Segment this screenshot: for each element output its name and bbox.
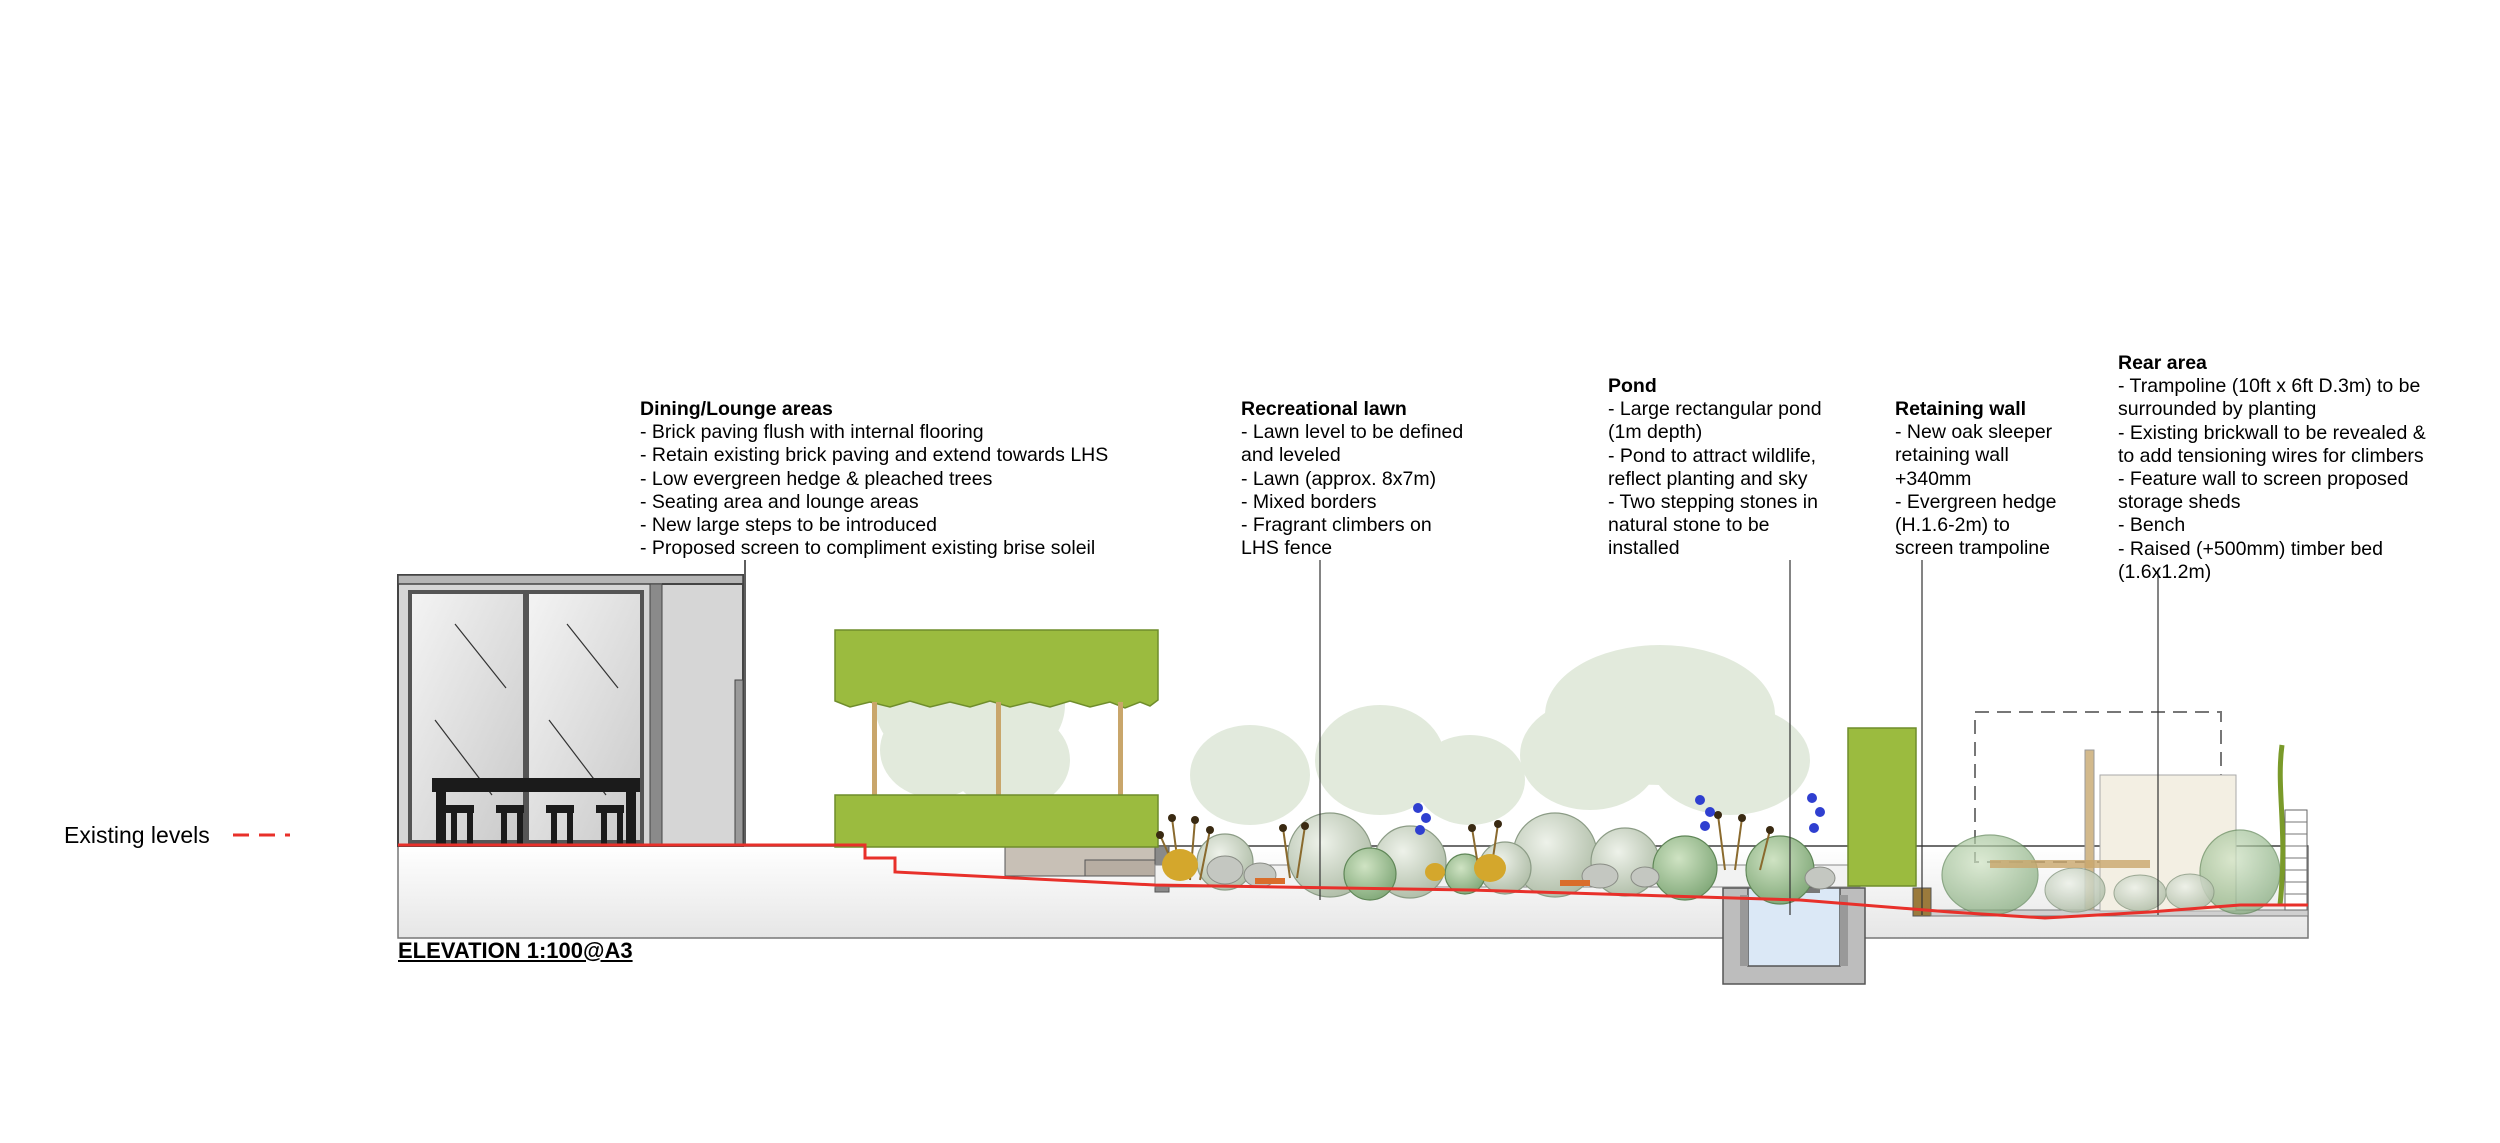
note-line: - Low evergreen hedge & pleached trees (640, 467, 993, 490)
note-line: and leveled (1241, 444, 1341, 467)
note-line: - New large steps to be introduced (640, 514, 937, 537)
note-recreational-lawn: Recreational lawn - Lawn level to be def… (1241, 398, 1463, 560)
note-line: - Trampoline (10ft x 6ft D.3m) to be (2118, 375, 2421, 398)
note-line: - Fragrant climbers on (1241, 514, 1432, 537)
note-line: - Brick paving flush with internal floor… (640, 421, 984, 444)
note-line: - Raised (+500mm) timber bed (2118, 537, 2383, 560)
note-retaining-wall: Retaining wall - New oak sleeper retaini… (1895, 398, 2057, 560)
note-line: - Two stepping stones in (1608, 491, 1818, 514)
note-line: screen trampoline (1895, 537, 2050, 560)
dining-table-chairs (432, 778, 640, 844)
note-line: - Mixed borders (1241, 490, 1377, 513)
planting-border (1154, 793, 1861, 905)
note-dining-lounge: Dining/Lounge areas - Brick paving flush… (640, 398, 1108, 560)
note-line: - Retain existing brick paving and exten… (640, 444, 1109, 467)
note-line: +340mm (1895, 467, 1972, 490)
legend-label: Existing levels (64, 822, 210, 848)
annotation-leaders (744, 560, 2159, 915)
note-line: - Seating area and lounge areas (640, 490, 919, 513)
elevation-title: ELEVATION 1:100@A3 (398, 938, 633, 963)
note-title: Pond (1608, 375, 1657, 397)
note-line: - Lawn level to be defined (1241, 421, 1464, 444)
existing-levels-line (233, 833, 2308, 920)
note-rear-area: Rear area - Trampoline (10ft x 6ft D.3m)… (2118, 352, 2426, 584)
note-line: surrounded by planting (2118, 398, 2317, 421)
note-line: storage sheds (2118, 491, 2241, 514)
note-title: Recreational lawn (1241, 398, 1407, 420)
note-line: natural stone to be (1608, 514, 1770, 537)
note-title: Dining/Lounge areas (640, 398, 833, 420)
note-line: - Existing brickwall to be revealed & (2118, 421, 2426, 444)
pleached-hedge (834, 629, 1159, 848)
legend-existing-levels: Existing levels (64, 822, 210, 849)
note-pond: Pond - Large rectangular pond (1m depth)… (1608, 375, 1822, 561)
note-line: (1.6x1.2m) (2118, 560, 2212, 583)
house-elevation (397, 560, 746, 847)
note-line: LHS fence (1241, 537, 1333, 560)
note-line: to add tensioning wires for climbers (2118, 444, 2424, 467)
rear-area (1941, 711, 2308, 916)
note-title: Rear area (2118, 352, 2207, 374)
note-line: - Proposed screen to compliment existing… (640, 537, 1096, 560)
note-line: (1m depth) (1608, 421, 1703, 444)
note-line: - Large rectangular pond (1608, 398, 1822, 421)
note-title: Retaining wall (1895, 398, 2027, 420)
note-line: (H.1.6-2m) to (1895, 514, 2010, 537)
note-line: - Feature wall to screen proposed (2118, 468, 2409, 491)
note-line: - Pond to attract wildlife, (1608, 444, 1817, 467)
note-line: reflect planting and sky (1608, 467, 1808, 490)
note-line: - Evergreen hedge (1895, 490, 2057, 513)
note-line: retaining wall (1895, 444, 2009, 467)
note-line: - Lawn (approx. 8x7m) (1241, 467, 1437, 490)
note-line: installed (1608, 537, 1680, 560)
note-line: - Bench (2118, 514, 2186, 537)
note-line: - New oak sleeper (1895, 421, 2053, 444)
